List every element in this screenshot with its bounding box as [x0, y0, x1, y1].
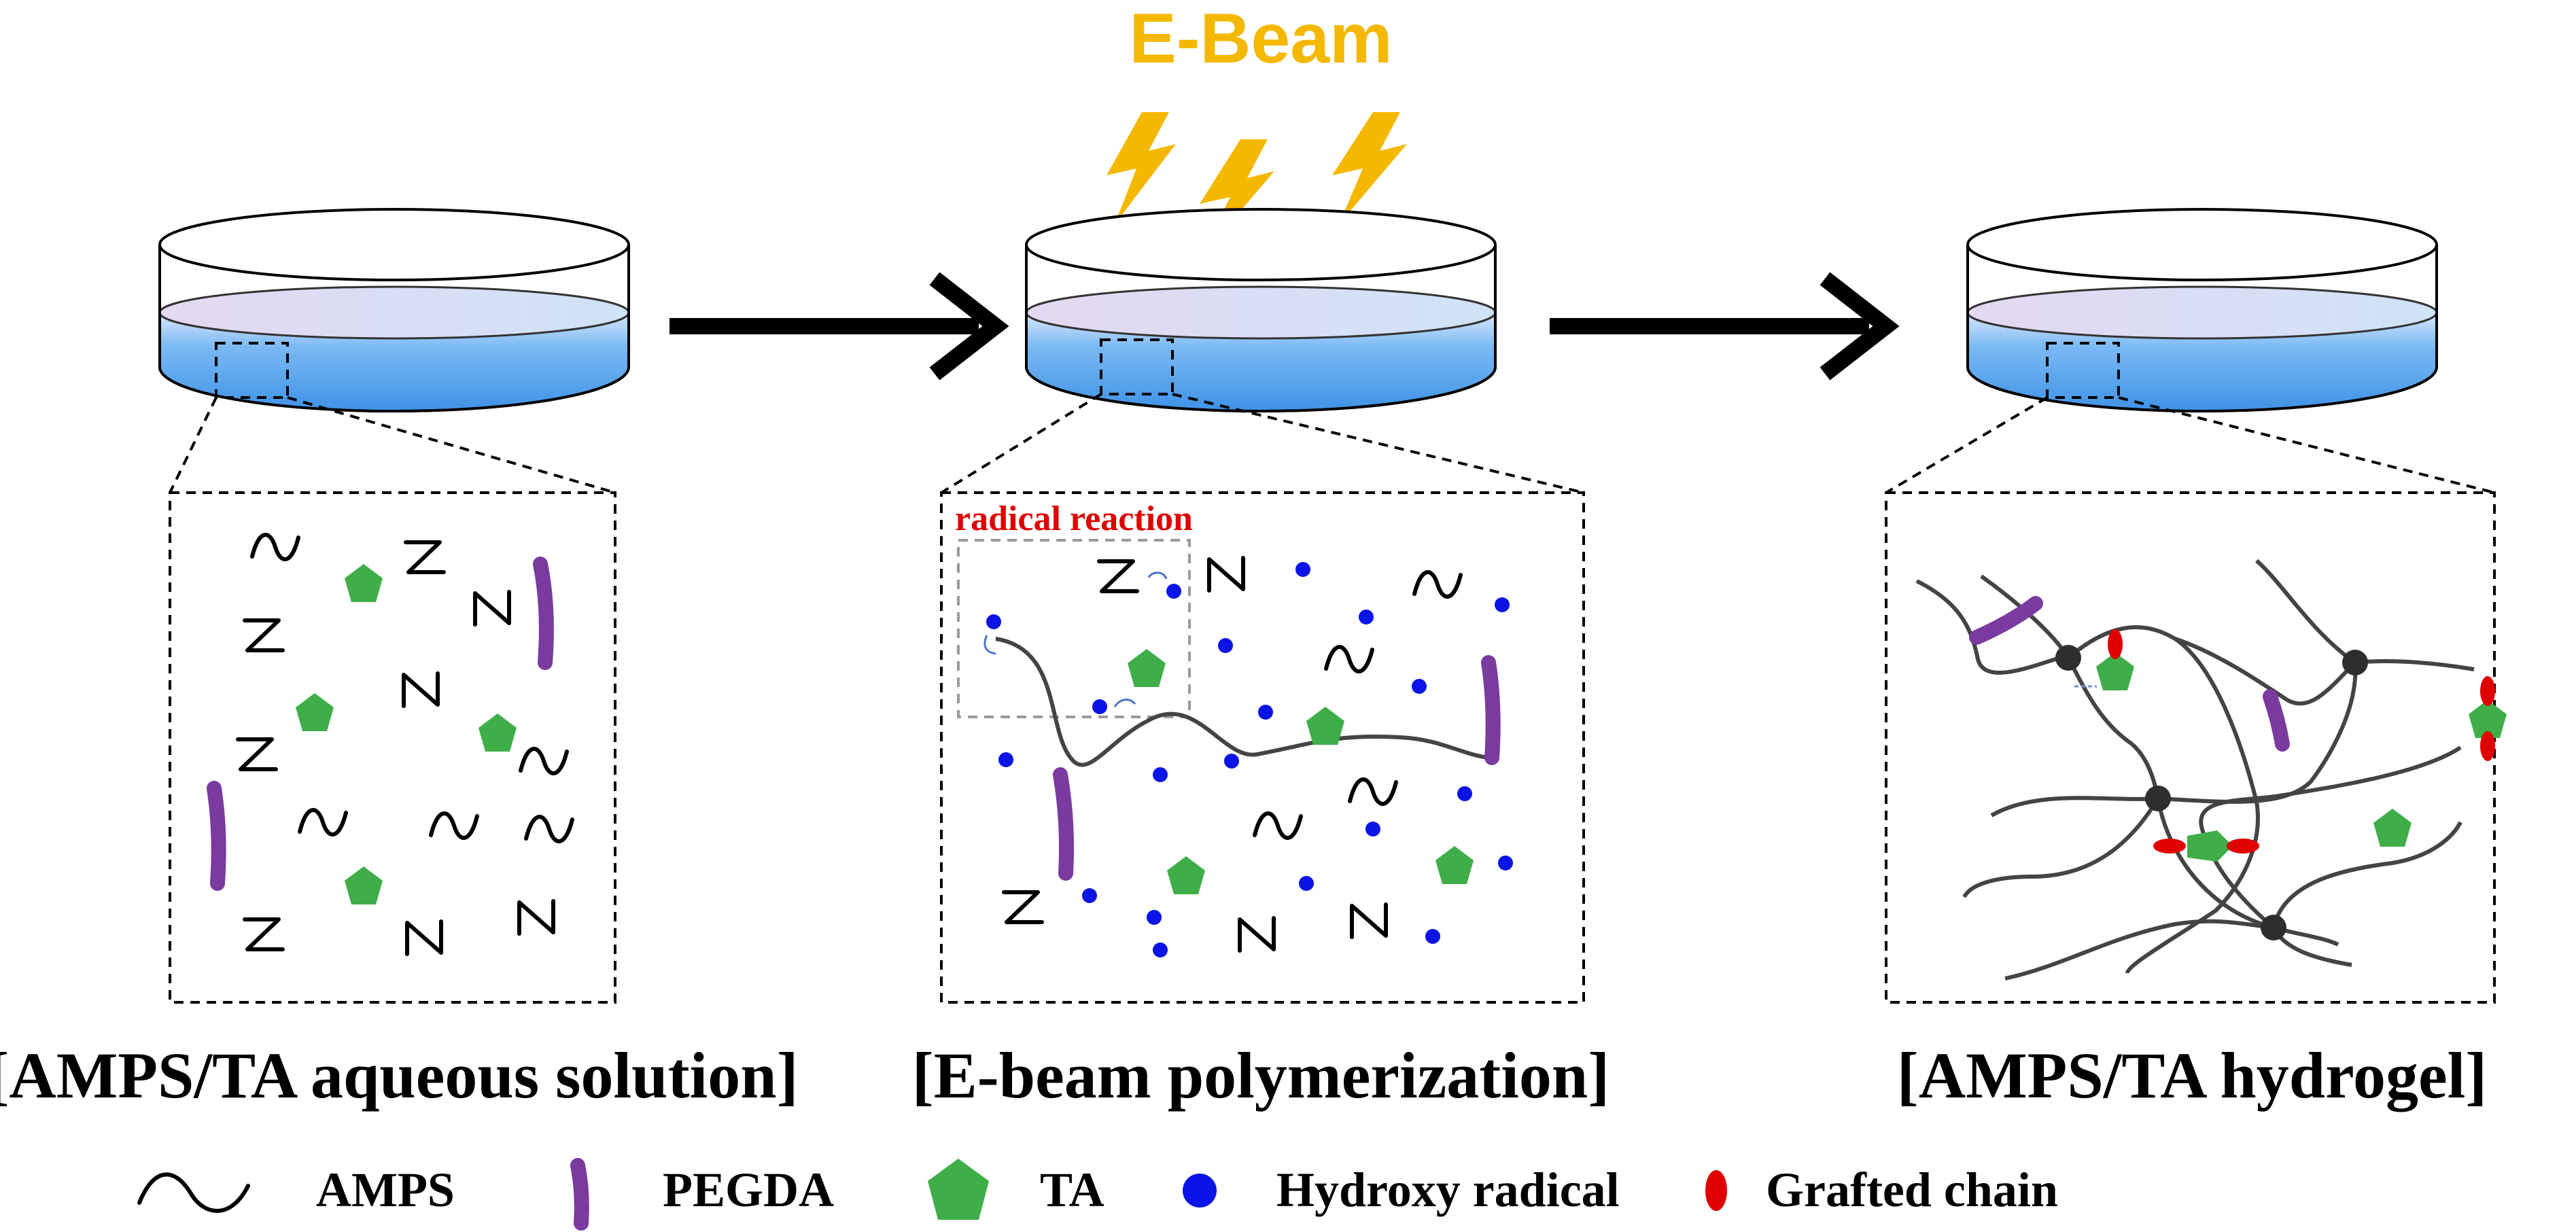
pegda-crosslinker — [207, 781, 226, 891]
hydroxy-radical-dot — [1299, 876, 1314, 891]
hydroxy-radical-dot — [1359, 610, 1374, 624]
petri-dish-1 — [158, 208, 630, 412]
amps-wave-icon — [137, 1172, 250, 1213]
pegda-crosslinker — [1481, 655, 1501, 765]
ta-pentagon — [2187, 830, 2233, 862]
grafted-chain-ellipse — [2108, 629, 2123, 659]
curved-arrow-icon — [1147, 571, 1168, 580]
hydroxy-radical-dot — [1092, 699, 1107, 714]
hydroxy-radical-icon — [1183, 1174, 1217, 1208]
lightning-bolt-icon — [1107, 112, 1176, 224]
grafted-chain-ellipse — [2480, 676, 2495, 706]
grafted-chain-icon — [1705, 1170, 1727, 1211]
legend-label-hydroxy-radical: Hydroxy radical — [1276, 1163, 1620, 1217]
stage-label-hydrogel: [AMPS/TA hydrogel] — [1897, 1039, 2487, 1112]
legend-item-grafted-chain: Grafted chain — [1705, 1163, 2058, 1217]
pegda-crosslinker — [1969, 596, 2043, 645]
legend-label-grafted-chain: Grafted chain — [1766, 1163, 2058, 1217]
hydroxy-radical-dot — [1412, 679, 1427, 694]
legend-item-ta: TA — [928, 1159, 1104, 1220]
grafted-chains — [2108, 629, 2495, 853]
zoom-connectors — [169, 393, 2495, 494]
inset-aqueous-solution — [169, 491, 616, 1004]
ebeam-title: E-Beam — [1129, 0, 1392, 78]
legend-item-pegda: PEGDA — [570, 1158, 834, 1231]
grafted-chain-ellipse — [2153, 839, 2186, 853]
process-arrow — [1550, 272, 1900, 381]
legend-label-amps: AMPS — [316, 1163, 455, 1217]
pegda-crosslinker — [2263, 689, 2290, 752]
process-arrow — [669, 272, 1009, 381]
hydroxy-radical-dot — [1457, 786, 1472, 801]
legend-label-pegda: PEGDA — [663, 1163, 834, 1217]
crosslink-nodes — [2055, 645, 2368, 940]
curved-arrow-icon — [1113, 699, 1136, 707]
ta-pentagon-icon — [928, 1159, 989, 1220]
hydroxy-radical-dot — [1153, 767, 1168, 782]
legend-item-hydroxy-radical: Hydroxy radical — [1183, 1163, 1620, 1217]
legend: AMPS PEGDA TA Hydroxy radical Grafted ch… — [137, 1158, 2058, 1231]
grafted-chain-ellipse — [2480, 731, 2495, 761]
radical-attack-arrows — [984, 571, 1168, 707]
crosslink-node — [2261, 915, 2286, 940]
grafted-chain-ellipse — [2227, 839, 2259, 853]
hydroxy-radical-dot — [986, 614, 1001, 629]
crosslink-node — [2055, 645, 2081, 671]
legend-item-amps: AMPS — [137, 1163, 455, 1217]
hydroxy-radical-dot — [1498, 856, 1513, 870]
polymer-chain — [995, 637, 1489, 767]
radical-reaction-label: radical reaction — [955, 499, 1193, 538]
curved-arrow-icon — [984, 635, 996, 655]
crosslink-node — [2145, 786, 2171, 811]
hydroxy-radical-dot — [1258, 705, 1273, 720]
hydroxy-radical-dot — [1166, 584, 1181, 599]
pegda-crosslinker — [1053, 767, 1074, 881]
petri-dish-3 — [1966, 208, 2438, 412]
hydroxy-radical-dot — [1425, 929, 1440, 944]
petri-dish-2 — [1025, 208, 1497, 412]
lightning-bolt-icon — [1332, 112, 1407, 224]
radical-reaction-box — [957, 539, 1191, 718]
pegda-bar-icon — [570, 1158, 589, 1231]
inset-ebeam-polymerization: radical reaction — [940, 491, 1585, 1004]
hydroxy-radical-dot — [1295, 562, 1310, 577]
hydroxy-radical-dot — [1495, 597, 1510, 612]
hydroxy-radicals — [986, 562, 1513, 957]
hydroxy-radical-dot — [1365, 822, 1380, 837]
hydroxy-radical-dot — [1082, 888, 1097, 903]
stage-label-solution: [AMPS/TA aqueous solution] — [0, 1039, 799, 1112]
hydroxy-radical-dot — [1153, 943, 1168, 957]
hydroxy-radical-dot — [1218, 638, 1233, 653]
hydroxy-radical-dot — [1224, 754, 1239, 769]
legend-label-ta: TA — [1040, 1163, 1104, 1217]
inset-hydrogel — [1885, 491, 2507, 1004]
stage-label-polymerization: [E-beam polymerization] — [912, 1039, 1609, 1112]
hydroxy-radical-dot — [1147, 910, 1162, 925]
crosslink-node — [2342, 650, 2368, 675]
hydroxy-radical-dot — [998, 752, 1013, 767]
pegda-crosslinker — [533, 557, 554, 670]
